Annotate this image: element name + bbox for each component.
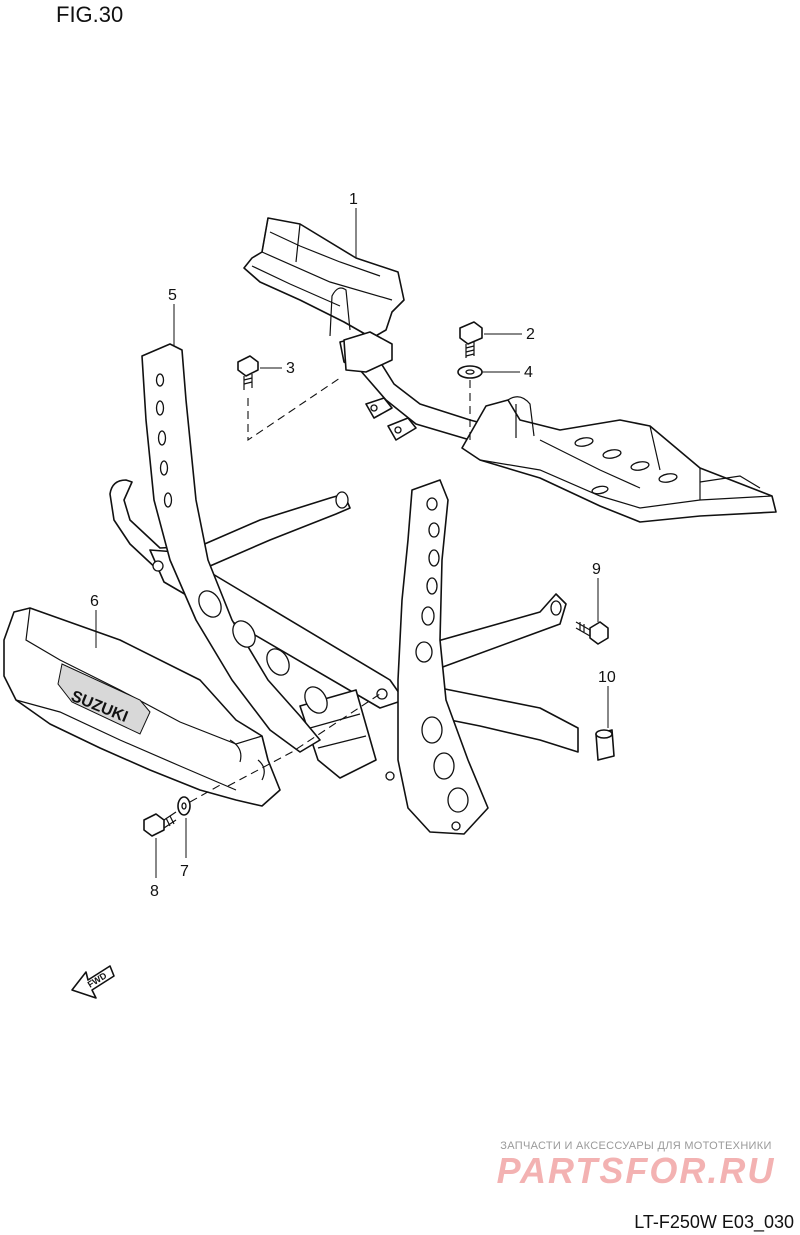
part-2-bolt[interactable] xyxy=(459,321,483,358)
part-10-cap[interactable] xyxy=(595,729,615,761)
fwd-arrow-icon: FWD xyxy=(71,965,115,999)
part-9-bolt[interactable] xyxy=(575,621,609,645)
callout-9: 9 xyxy=(592,561,601,578)
part-3-bolt[interactable] xyxy=(237,355,259,390)
part-5-side-plate[interactable] xyxy=(141,343,332,753)
callout-5: 5 xyxy=(168,287,177,304)
watermark: ЗАПЧАСТИ И АКСЕССУАРЫ ДЛЯ МОТОТЕХНИКИ PA… xyxy=(486,1140,786,1192)
callout-1: 1 xyxy=(349,191,358,208)
right-side-plate xyxy=(376,479,489,835)
figure-title: FIG.30 xyxy=(56,2,124,27)
callout-6: 6 xyxy=(90,593,99,610)
leader-lines xyxy=(95,208,609,878)
part-8-bolt[interactable] xyxy=(143,811,177,837)
callout-2: 2 xyxy=(526,326,535,343)
callout-8: 8 xyxy=(150,883,159,900)
watermark-logo: PARTSFOR.RU xyxy=(496,1150,776,1191)
part-4-washer[interactable] xyxy=(457,365,483,379)
part-1-footrest-bracket[interactable] xyxy=(243,217,777,523)
callout-7: 7 xyxy=(180,863,189,880)
watermark-caption: ЗАПЧАСТИ И АКСЕССУАРЫ ДЛЯ МОТОТЕХНИКИ xyxy=(500,1140,772,1152)
callout-labels: 1 2 3 4 5 6 7 8 9 10 xyxy=(90,191,616,900)
part-7-washer[interactable] xyxy=(177,796,191,816)
figure-code: LT-F250W E03_030 xyxy=(634,1212,794,1232)
callout-10: 10 xyxy=(598,669,616,686)
callout-3: 3 xyxy=(286,360,295,377)
callout-4: 4 xyxy=(524,364,533,381)
part-6-skid-guard[interactable]: SUZUKI xyxy=(3,607,281,807)
